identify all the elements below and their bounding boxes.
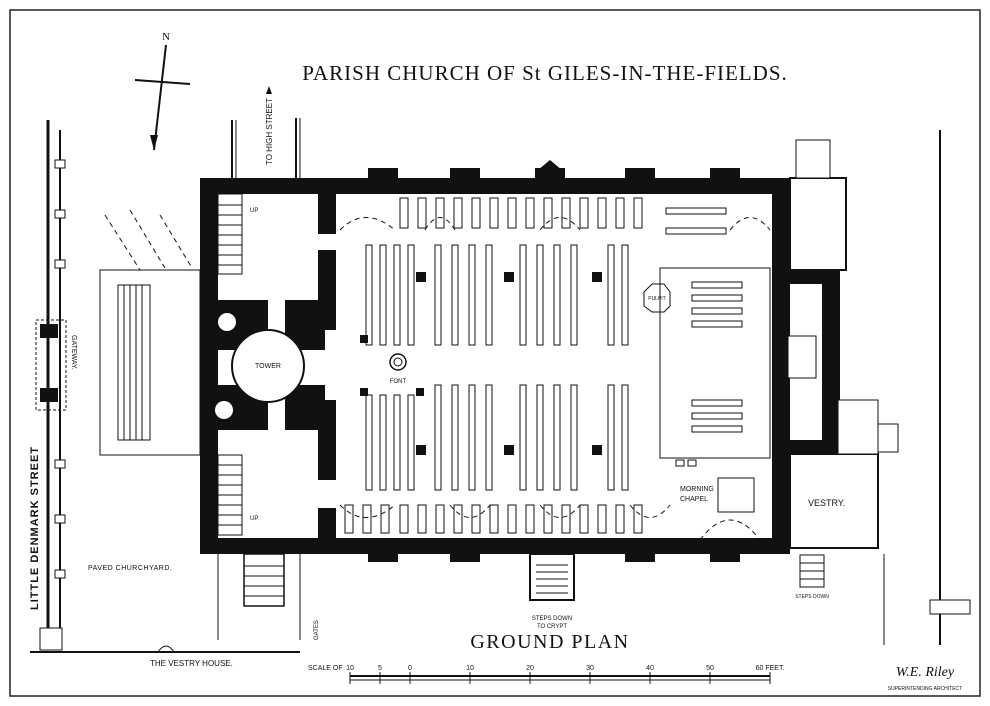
morning-chapel: MORNING CHAPEL <box>675 459 761 541</box>
north-arrow-icon: N <box>134 31 191 151</box>
pulpit-label: PULPIT <box>648 296 666 302</box>
tower-label: TOWER <box>255 363 281 370</box>
nave-pews-south <box>365 384 629 491</box>
scale-tick-label: 20 <box>526 665 534 672</box>
paved-churchyard-label: PAVED CHURCHYARD. <box>88 565 172 572</box>
north-east-annex <box>789 139 847 271</box>
scale-tick-label: 0 <box>408 665 412 672</box>
gateway-label: GATEWAY. <box>70 335 77 370</box>
to-high-street-label: TO HIGH STREET <box>265 98 274 165</box>
steps-down-label: STEPS DOWN <box>795 594 829 600</box>
high-street-passage: TO HIGH STREET <box>231 86 301 178</box>
north-label: N <box>162 31 170 43</box>
aisle-pews <box>344 197 643 534</box>
chancel: PULPIT <box>643 207 817 459</box>
signature-text: W.E. Riley <box>896 665 955 680</box>
font-label: FONT <box>390 379 407 385</box>
church-walls <box>200 160 840 562</box>
vestry-house-arch <box>157 645 175 653</box>
scale-tick-label: 50 <box>706 665 714 672</box>
scale-tick-label: 60 FEET. <box>756 665 785 672</box>
crypt-steps: STEPS DOWN TO CRYPT <box>529 553 575 630</box>
font: FONT <box>389 353 407 385</box>
scale-tick-label: 30 <box>586 665 594 672</box>
little-denmark-street: LITTLE DENMARK STREET <box>29 120 66 650</box>
morning-chapel-label-2: CHAPEL <box>680 496 708 503</box>
gates-label: GATES <box>314 620 320 640</box>
little-denmark-street-label: LITTLE DENMARK STREET <box>29 446 41 610</box>
steps-down-crypt-label-1: STEPS DOWN <box>532 616 572 622</box>
steps-down-crypt-label-2: TO CRYPT <box>537 624 567 630</box>
up-label-south: UP <box>250 516 258 522</box>
south-staircase: UP <box>217 454 258 536</box>
nave-pews-north <box>365 244 629 346</box>
west-entrance-steps: GATES <box>217 553 320 640</box>
ground-plan-label: GROUND PLAN <box>470 631 629 653</box>
plan-title: PARISH CHURCH OF St GILES-IN-THE-FIELDS. <box>302 61 788 85</box>
gateway: GATEWAY. <box>35 319 77 411</box>
churchyard-steps <box>99 209 201 456</box>
tower: TOWER <box>213 311 305 421</box>
vestry-house-corner <box>39 627 63 651</box>
columns <box>360 272 602 455</box>
sheet-border <box>9 9 981 697</box>
stamp-box <box>929 599 971 615</box>
scale-tick-label: 10 <box>466 665 474 672</box>
superintending-architect-label: SUPERINTENDING ARCHITECT <box>888 686 962 692</box>
vestry-label: VESTRY. <box>808 498 845 508</box>
scale-tick-label: 10 <box>346 665 354 672</box>
scale-tick-label: 40 <box>646 665 654 672</box>
scale-tick-label: 5 <box>378 665 382 672</box>
vestry: VESTRY. <box>789 399 899 549</box>
north-staircase: UP <box>217 193 258 275</box>
door-swings <box>339 217 771 518</box>
architect-signature: W.E. Riley SUPERINTENDING ARCHITECT <box>888 665 962 692</box>
morning-chapel-label-1: MORNING <box>680 486 714 493</box>
vestry-house-label: THE VESTRY HOUSE. <box>150 659 233 668</box>
up-label-north: UP <box>250 208 258 214</box>
scale-label: SCALE OF <box>308 665 343 672</box>
vestry-steps: STEPS DOWN <box>795 554 829 600</box>
